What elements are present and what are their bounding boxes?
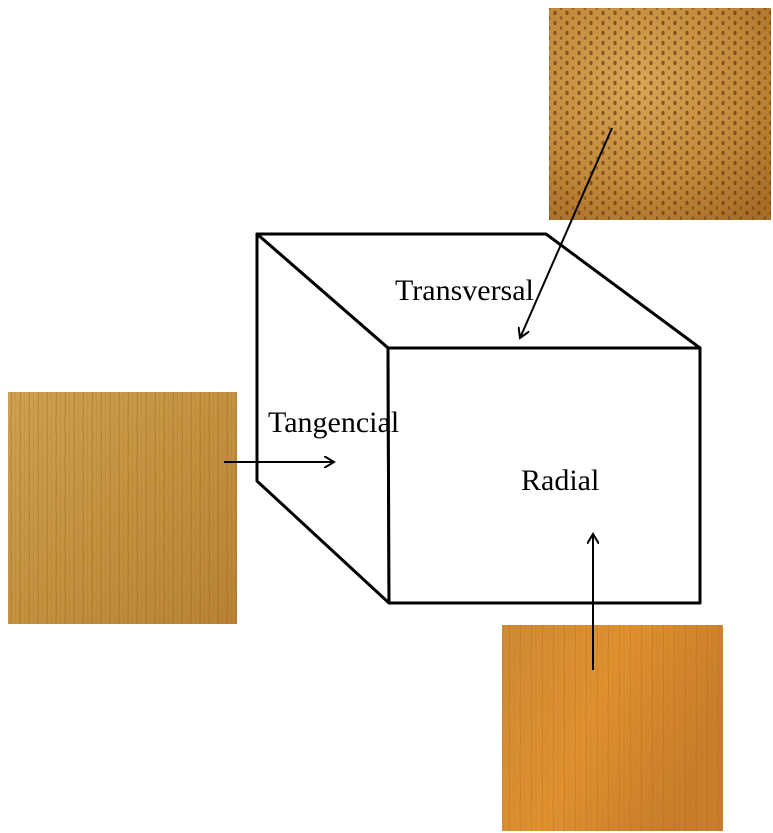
transversal-label: Transversal (395, 274, 534, 307)
radial-label: Radial (521, 464, 599, 497)
transversal-sample-image (549, 8, 771, 220)
radial-sample-image (502, 625, 723, 831)
tangencial-sample-image (8, 392, 237, 624)
tangencial-label: Tangencial (268, 406, 399, 439)
